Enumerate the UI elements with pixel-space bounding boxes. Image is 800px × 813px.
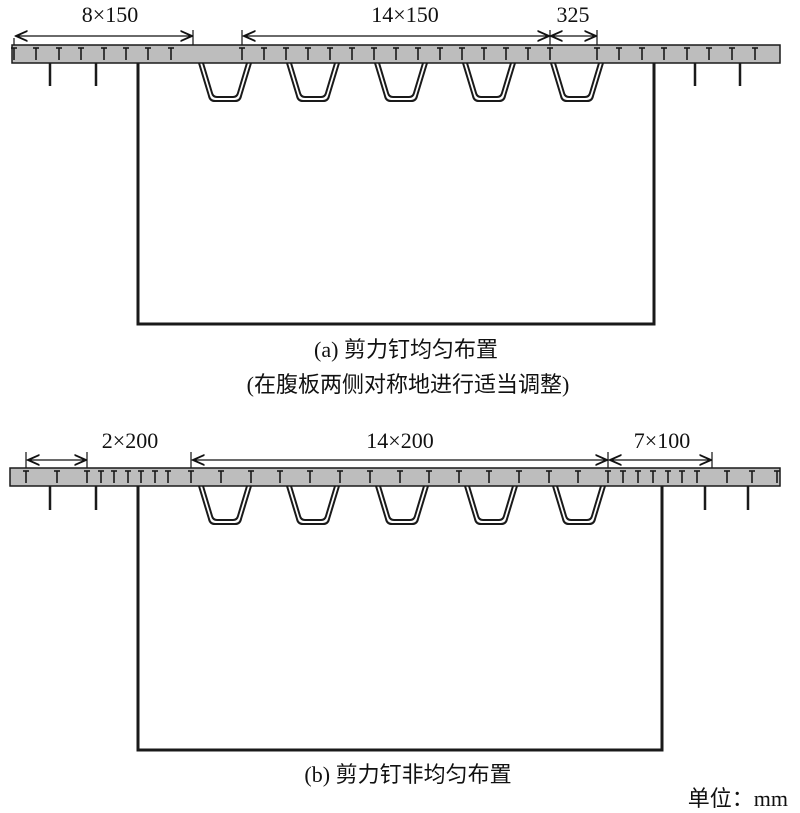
shear-stud [749,470,755,483]
edge-stiffeners-b [48,486,750,510]
shear-stud [168,47,174,60]
shear-stud [525,47,531,60]
shear-stud [426,470,432,483]
shear-stud [456,470,462,483]
dimension-line-b [25,452,713,468]
shear-stud [56,47,62,60]
shear-stud [261,47,267,60]
shear-stud [635,470,641,483]
edge-stiffeners-a [48,63,742,86]
shear-stud [307,470,313,483]
shear-stud [11,47,17,60]
shear-stud [616,47,622,60]
shear-stud [123,47,129,60]
shear-stud [547,47,553,60]
shear-stud [33,47,39,60]
shear-stud [486,470,492,483]
shear-stud [305,47,311,60]
shear-stud [437,47,443,60]
shear-stud [694,470,700,483]
shear-stud [665,470,671,483]
shear-stud [415,47,421,60]
shear-stud [101,47,107,60]
shear-stud [639,47,645,60]
shear-stud [481,47,487,60]
shear-stud [752,47,758,60]
shear-stud [371,47,377,60]
panel-b: 2×200 14×200 7×100 (b) 剪力钉非均匀布置 [9,428,781,787]
shear-stud [397,470,403,483]
shear-stud [706,47,712,60]
shear-stud [620,470,626,483]
box-girder-b [136,486,664,752]
shear-stud [248,470,254,483]
shear-stud [605,470,611,483]
shear-stud [661,47,667,60]
shear-stud [349,47,355,60]
shear-stud [729,47,735,60]
shear-stud [54,470,60,483]
shear-stud [145,47,151,60]
shear-stud [165,470,171,483]
shear-stud [98,470,104,483]
shear-stud [111,470,117,483]
u-ribs-a [198,62,604,102]
shear-stud [125,470,131,483]
dimension-line-a [13,30,598,46]
shear-stud [684,47,690,60]
box-girder-a [136,63,656,326]
shear-stud [546,470,552,483]
shear-stud [594,47,600,60]
dim-label-a-1: 8×150 [82,2,138,27]
shear-stud [327,47,333,60]
panel-a: 8×150 14×150 325 ( [11,2,781,397]
shear-stud [23,470,29,483]
shear-stud [277,470,283,483]
shear-stud [337,470,343,483]
shear-stud [138,470,144,483]
dim-label-a-2: 14×150 [371,2,438,27]
shear-stud [679,470,685,483]
shear-stud [78,47,84,60]
shear-stud [283,47,289,60]
shear-stud [239,47,245,60]
shear-stud [367,470,373,483]
shear-stud [503,47,509,60]
shear-studs-b [23,470,780,483]
shear-stud [774,470,780,483]
note-a: (在腹板两侧对称地进行适当调整) [247,372,570,397]
shear-studs-a [11,47,758,60]
shear-stud [650,470,656,483]
dim-label-b-3: 7×100 [634,428,690,453]
shear-stud [724,470,730,483]
shear-stud [393,47,399,60]
shear-stud [516,470,522,483]
dim-label-b-2: 14×200 [366,428,433,453]
unit-label: 单位：mm [688,786,788,811]
shear-stud [575,470,581,483]
u-ribs-b [198,485,606,525]
shear-stud [84,470,90,483]
dim-label-a-3: 325 [557,2,590,27]
shear-stud [152,470,158,483]
caption-a: (a) 剪力钉均匀布置 [314,337,498,362]
shear-stud [459,47,465,60]
shear-stud [188,470,194,483]
dim-label-b-1: 2×200 [102,428,158,453]
caption-b: (b) 剪力钉非均匀布置 [304,762,511,787]
deck-plate-b [9,467,781,487]
shear-stud [218,470,224,483]
